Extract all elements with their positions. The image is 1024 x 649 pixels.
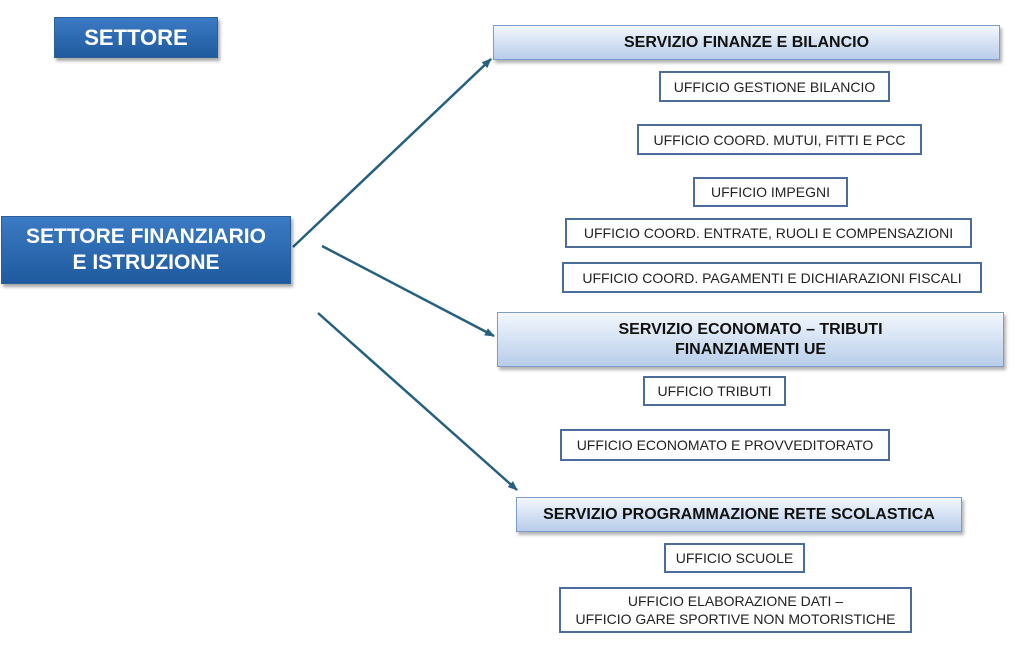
office-label: UFFICIO TRIBUTI	[657, 383, 772, 399]
office-scuole: UFFICIO SCUOLE	[664, 543, 805, 573]
office-label: UFFICIO IMPEGNI	[711, 184, 830, 200]
office-label: UFFICIO COORD. ENTRATE, RUOLI E COMPENSA…	[583, 225, 954, 241]
arrow-to-programmazione	[317, 312, 518, 491]
office-label: UFFICIO SCUOLE	[675, 550, 794, 566]
office-label: UFFICIO GESTIONE BILANCIO	[673, 78, 876, 95]
service-economato-tributi: SERVIZIO ECONOMATO – TRIBUTI FINANZIAMEN…	[497, 312, 1004, 367]
office-label: UFFICIO COORD. MUTUI, FITTI E PCC	[653, 131, 906, 148]
office-impegni: UFFICIO IMPEGNI	[693, 177, 848, 207]
main-sector-line1: SETTORE FINANZIARIO	[26, 225, 266, 248]
arrow-to-finanze	[292, 58, 492, 248]
office-gestione-bilancio: UFFICIO GESTIONE BILANCIO	[659, 71, 890, 102]
office-coord-pagamenti: UFFICIO COORD. PAGAMENTI E DICHIARAZIONI…	[562, 262, 982, 293]
office-coord-entrate: UFFICIO COORD. ENTRATE, RUOLI E COMPENSA…	[565, 218, 972, 248]
arrow-to-economato	[321, 244, 495, 338]
main-sector-line2: E ISTRUZIONE	[72, 251, 220, 274]
main-sector-box: SETTORE FINANZIARIO E ISTRUZIONE	[1, 216, 291, 284]
office-elaborazione-dati-gare-sportive: UFFICIO ELABORAZIONE DATI – UFFICIO GARE…	[559, 587, 912, 633]
office-label: UFFICIO ECONOMATO E PROVVEDITORATO	[576, 437, 874, 453]
office-label-line2: UFFICIO GARE SPORTIVE NON MOTORISTICHE	[575, 611, 896, 627]
settore-badge: SETTORE	[54, 17, 218, 58]
office-coord-mutui: UFFICIO COORD. MUTUI, FITTI E PCC	[637, 124, 922, 155]
office-economato-provveditorato: UFFICIO ECONOMATO E PROVVEDITORATO	[560, 429, 890, 461]
office-label: UFFICIO COORD. PAGAMENTI E DICHIARAZIONI…	[582, 269, 962, 286]
service-title: SERVIZIO FINANZE E BILANCIO	[623, 33, 870, 51]
service-title-line2: FINANZIAMENTI UE	[674, 340, 827, 358]
service-title: SERVIZIO PROGRAMMAZIONE RETE SCOLASTICA	[543, 505, 935, 523]
service-title-line1: SERVIZIO ECONOMATO – TRIBUTI	[618, 320, 883, 338]
service-finanze-bilancio: SERVIZIO FINANZE E BILANCIO	[493, 25, 1000, 60]
settore-badge-label: SETTORE	[84, 24, 188, 50]
office-label-line1: UFFICIO ELABORAZIONE DATI –	[627, 593, 844, 609]
office-tributi: UFFICIO TRIBUTI	[643, 376, 786, 406]
service-programmazione-rete-scolastica: SERVIZIO PROGRAMMAZIONE RETE SCOLASTICA	[516, 497, 962, 532]
